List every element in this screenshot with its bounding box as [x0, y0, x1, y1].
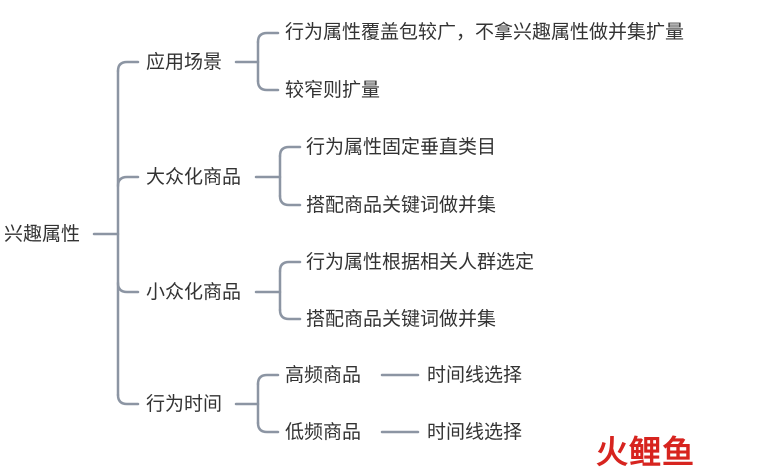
branch-behavior-time: 行为时间 [146, 393, 223, 415]
leaf-node: 较窄则扩量 [285, 79, 381, 101]
mass-connector-branch [278, 194, 302, 207]
watermark-logo: 火鲤鱼 [596, 434, 748, 470]
mass-connector-branch [278, 145, 302, 158]
root-connector-branch [116, 175, 140, 188]
scenario-connector-branch [256, 31, 280, 44]
leaf-node: 行为属性固定垂直类目 [306, 136, 497, 158]
node-high-frequency-products: 高频商品 [285, 364, 362, 386]
time-connector-branch [256, 421, 280, 434]
node-low-frequency-products: 低频商品 [285, 421, 362, 443]
root-connector-branch [116, 393, 140, 406]
branch-application-scenario: 应用场景 [146, 51, 223, 73]
root-connector-branch [116, 281, 140, 294]
leaf-node: 搭配商品关键词做并集 [306, 194, 497, 216]
leaf-node: 搭配商品关键词做并集 [306, 308, 497, 330]
branch-mass-products: 大众化商品 [146, 166, 242, 188]
time-connector-branch [256, 373, 280, 386]
scenario-connector-branch [256, 79, 280, 92]
niche-connector-branch [278, 308, 302, 321]
leaf-node: 时间线选择 [427, 364, 523, 386]
leaf-node: 时间线选择 [427, 421, 523, 443]
root-node: 兴趣属性 [4, 223, 81, 245]
watermark-text: 火鲤鱼 [596, 433, 696, 471]
niche-connector-branch [278, 260, 302, 273]
root-connector-branch [116, 60, 140, 73]
leaf-node: 行为属性根据相关人群选定 [306, 251, 535, 273]
leaf-node: 行为属性覆盖包较广，不拿兴趣属性做并集扩量 [285, 21, 685, 43]
branch-niche-products: 小众化商品 [146, 281, 242, 303]
